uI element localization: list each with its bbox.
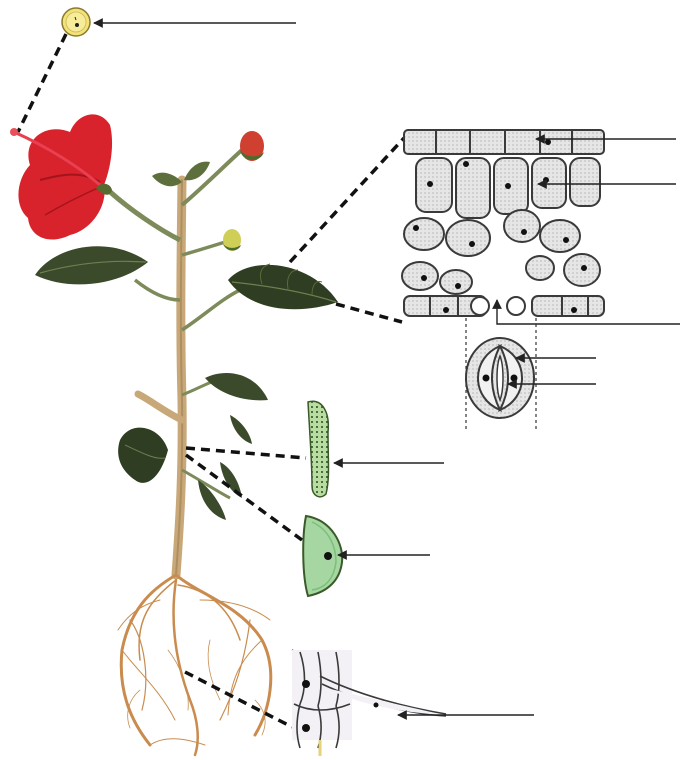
plant-stem — [108, 148, 244, 575]
leaf-lower-small — [198, 415, 252, 520]
pollen-to-anther-dashed-line — [18, 34, 66, 132]
leaf-large-left — [35, 246, 148, 284]
leaf-lower-dashed-line — [336, 304, 402, 322]
leaf-upper-dashed-line — [290, 138, 404, 262]
leaf-lower-left — [118, 428, 168, 483]
flower-bud-top — [240, 131, 264, 161]
pollen-grain — [62, 8, 90, 36]
stem-tissue-strip — [308, 401, 329, 497]
leaf-sectioned — [228, 264, 338, 309]
flower-bud-small — [223, 229, 241, 251]
root-hair-dashed-line — [185, 672, 292, 727]
leaf-cross-section — [402, 130, 604, 316]
plant-roots — [118, 575, 271, 755]
stoma-surface-view — [466, 338, 534, 418]
hibiscus-flower — [10, 114, 112, 239]
apex-leaves — [152, 162, 210, 187]
root-hair-tissue — [292, 650, 446, 756]
stem-epidermis-dashed-line — [186, 448, 306, 458]
leaf-right-upper — [205, 373, 268, 400]
stem-cell — [303, 516, 342, 596]
